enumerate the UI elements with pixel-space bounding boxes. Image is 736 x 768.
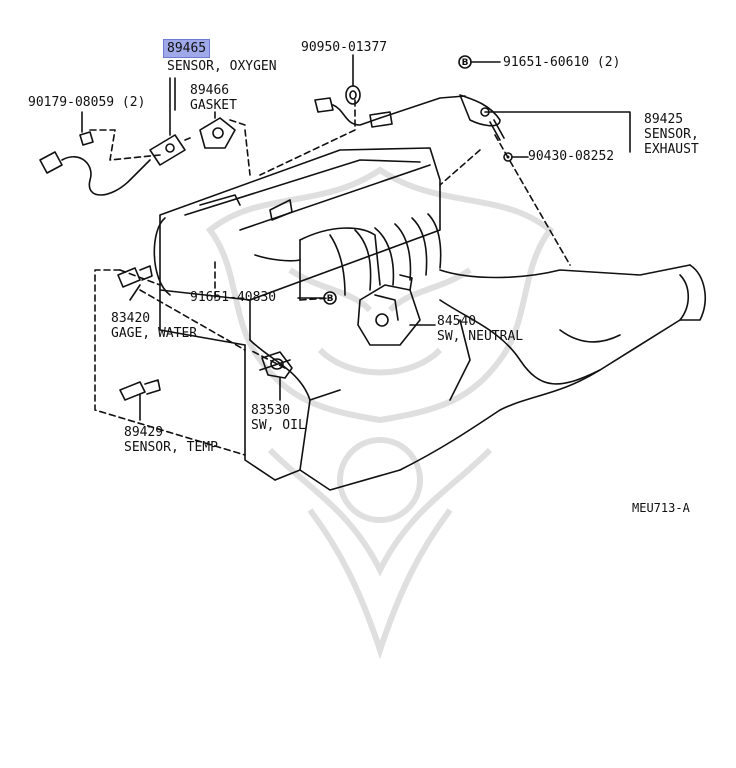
- part-83530-name: SW, OIL: [251, 418, 306, 433]
- part-90430-number[interactable]: 90430-08252: [528, 149, 615, 164]
- solid-leaders: [81, 54, 631, 421]
- engine-head: [153, 147, 441, 346]
- dashed-leaders: [89, 99, 571, 456]
- part-84540-number[interactable]: 84540: [437, 314, 477, 329]
- oil-switch-drawing: [261, 351, 293, 379]
- diagram-id: MEU713-A: [632, 501, 690, 515]
- gasket-drawing: [199, 117, 236, 149]
- part-83420-name: GAGE, WATER: [111, 326, 198, 341]
- temp-sensor-drawing: [119, 379, 161, 401]
- svg-text:B: B: [327, 294, 334, 304]
- part-89429-name: SENSOR, TEMP: [124, 440, 218, 455]
- part-91651-40830-number[interactable]: 91651-40830: [190, 290, 277, 305]
- part-90179-number[interactable]: 90179-08059 (2): [28, 95, 146, 110]
- part-90950-number[interactable]: 90950-01377: [301, 40, 388, 55]
- part-89425-name-line2: EXHAUST: [644, 142, 699, 157]
- transmission: [399, 264, 706, 471]
- part-89429-number[interactable]: 89429: [124, 425, 164, 440]
- part-89425-number[interactable]: 89425: [644, 112, 684, 127]
- neutral-switch-drawing: [357, 274, 421, 346]
- svg-text:B: B: [462, 58, 469, 68]
- part-84540-name: SW, NEUTRAL: [437, 329, 524, 344]
- water-gage-drawing: [117, 265, 153, 288]
- part-89425-name-line1: SENSOR,: [644, 127, 699, 142]
- exhaust-sensor-drawing: [314, 94, 505, 141]
- intake-manifold: [254, 213, 442, 301]
- part-91651-60610-number[interactable]: 91651-60610 (2): [503, 55, 621, 70]
- part-89465-name: SENSOR, OXYGEN: [167, 59, 277, 74]
- bolt-90179-drawing: [79, 131, 94, 146]
- part-89465-number[interactable]: 89465: [163, 39, 211, 58]
- engine-block: [244, 339, 401, 491]
- part-83420-number[interactable]: 83420: [111, 311, 151, 326]
- grommet-drawing: [345, 85, 361, 105]
- part-83530-number[interactable]: 83530: [251, 403, 291, 418]
- oxygen-sensor-drawing: [39, 134, 191, 196]
- part-89466-name: GASKET: [190, 98, 237, 113]
- part-89466-number[interactable]: 89466: [190, 83, 230, 98]
